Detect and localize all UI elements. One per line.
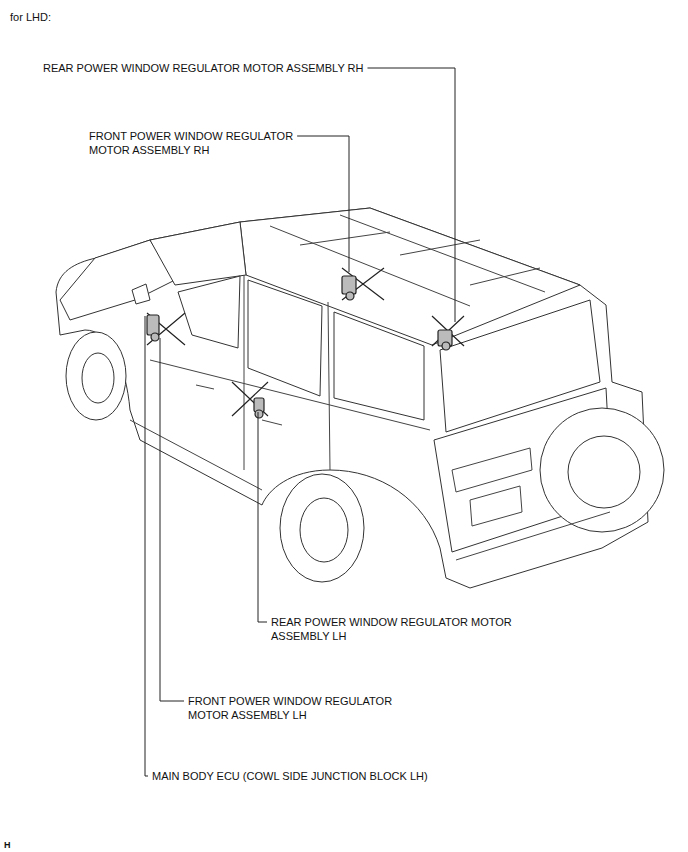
part-label: FRONT POWER WINDOW REGULATOR MOTOR ASSEM… [89, 129, 329, 157]
side-sill [130, 420, 262, 490]
license-plate [470, 486, 522, 526]
door-handle [196, 385, 214, 389]
rear-wheel-hub [300, 498, 348, 562]
rear-wheel [280, 474, 364, 582]
spare-tire-hub [568, 436, 640, 508]
quarter-window [334, 312, 424, 420]
rear-bumper [456, 512, 610, 560]
roof-rack [340, 215, 545, 292]
body-crease [150, 360, 430, 430]
roof-rack [400, 240, 480, 255]
vehicle-windshield [150, 222, 246, 285]
tail-lamp [452, 448, 532, 492]
leader-line [297, 136, 349, 272]
door-line [244, 275, 245, 470]
front-lh-motor [147, 313, 185, 345]
roof-rack [470, 268, 540, 285]
front-rh-motor [342, 268, 384, 300]
leader-line [367, 68, 455, 322]
leader-line [160, 338, 184, 701]
roof-rack [270, 226, 470, 306]
door-line [328, 302, 330, 470]
door-handle [262, 420, 282, 425]
figure-code: H [4, 838, 34, 852]
part-label: MAIN BODY ECU (COWL SIDE JUNCTION BLOCK … [152, 769, 552, 783]
part-label: REAR POWER WINDOW REGULATOR MOTOR ASSEMB… [43, 61, 463, 75]
front-door-window [178, 276, 240, 348]
roof-rack [300, 232, 390, 245]
part-label: FRONT POWER WINDOW REGULATOR MOTOR ASSEM… [188, 694, 428, 722]
rear-rh-motor [432, 316, 464, 350]
rear-door-window [248, 280, 322, 396]
front-wheel [66, 332, 126, 420]
part-label: REAR POWER WINDOW REGULATOR MOTOR ASSEMB… [271, 615, 551, 643]
spare-tire [540, 408, 664, 532]
front-wheel-hub [82, 353, 114, 403]
side-mirror [132, 284, 150, 304]
rear-lh-motor [232, 382, 268, 418]
page-title: for LHD: [10, 10, 51, 24]
leader-line [145, 316, 148, 776]
leader-line [258, 412, 267, 622]
